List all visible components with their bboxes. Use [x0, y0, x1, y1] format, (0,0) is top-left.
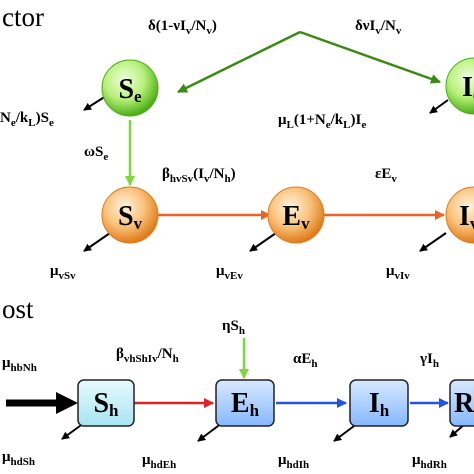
svg-text:Ev: Ev	[282, 201, 310, 233]
rate-rh-death: μhdRh	[412, 452, 447, 471]
svg-text:Eh: Eh	[231, 388, 260, 420]
rate-ev-death: μvEv	[216, 263, 243, 282]
node-rh-main: R	[454, 388, 474, 419]
node-sv-sub: v	[134, 214, 143, 233]
node-iv-sub: v	[470, 214, 474, 233]
rate-se-death: Ne/kL)Se	[0, 110, 54, 129]
node-sv: Sv	[101, 186, 159, 244]
node-eh-sub: h	[250, 401, 260, 420]
node-ev-main: E	[282, 201, 301, 232]
sv-death-arrow	[83, 232, 111, 252]
recruitment-arrowhead	[56, 392, 78, 414]
node-ie: Ie	[445, 57, 474, 115]
rate-eh-inflow: ηSh	[222, 318, 245, 337]
svg-text:Sv: Sv	[118, 201, 143, 233]
ev-death-arrow	[249, 232, 277, 252]
egg-inflow-arrow-to-se	[177, 30, 301, 94]
node-eh-main: E	[231, 388, 250, 419]
node-ev: Ev	[267, 186, 325, 244]
node-ie-main: I	[462, 72, 473, 103]
node-se: Se	[101, 59, 159, 117]
iv-death-arrow	[419, 232, 447, 252]
node-sh-main: S	[93, 388, 109, 419]
svg-text:Rh: Rh	[454, 388, 474, 420]
svg-text:Ih: Ih	[369, 388, 390, 420]
rate-sh-recruit: μhbNh	[2, 355, 37, 374]
rate-egg-to-ie: δνIv/Nv	[355, 18, 402, 37]
node-rh: Rh	[449, 379, 474, 427]
node-ih: Ih	[349, 379, 409, 427]
node-se-main: S	[118, 74, 134, 105]
svg-text:Se: Se	[118, 74, 142, 106]
rate-egg-to-se: δ(1-νIv/Nv)	[148, 18, 217, 37]
node-sh: Sh	[77, 379, 135, 427]
rate-ih-death: μhdIh	[278, 452, 309, 471]
ie-death-arrow	[429, 99, 449, 114]
node-ev-sub: v	[301, 214, 310, 233]
node-sv-main: S	[118, 201, 134, 232]
rate-eh-death: μhdEh	[142, 452, 176, 471]
rate-ih-to-rh: γIh	[419, 351, 439, 370]
svg-text:Sh: Sh	[93, 388, 119, 420]
rate-sh-to-eh: βvhShIv/Nh	[116, 346, 179, 365]
eh-death-arrow	[197, 422, 223, 442]
rate-se-to-sv: ωSe	[84, 144, 108, 163]
node-se-sub: e	[134, 87, 142, 106]
rate-sv-to-ev: βhvSv(Iv/Nh)	[162, 166, 236, 185]
rate-iv-death: μvIv	[386, 263, 410, 282]
vector-section-label: ctor	[2, 2, 44, 32]
svg-text:Ie: Ie	[462, 72, 474, 104]
node-iv-main: I	[459, 201, 470, 232]
node-iv: Iv	[445, 186, 474, 244]
rate-eh-to-ih: αEh	[293, 351, 318, 370]
svg-text:Iv: Iv	[459, 201, 474, 233]
node-ih-sub: h	[380, 401, 390, 420]
node-eh: Eh	[215, 379, 275, 427]
rate-ev-to-iv: εEv	[375, 166, 397, 185]
node-ih-main: I	[369, 388, 380, 419]
node-sh-sub: h	[109, 401, 119, 420]
egg-inflow-arrow-to-ie	[299, 30, 441, 84]
se-death-arrow	[83, 95, 107, 111]
rate-sv-death: μvSv	[50, 263, 76, 282]
host-section-label: ost	[2, 294, 34, 324]
node-ie-sub: e	[473, 85, 474, 104]
rate-sh-death: μhdSh	[2, 449, 35, 468]
rate-ie-death: μL(1+Ne/kL)Ie	[278, 112, 366, 131]
